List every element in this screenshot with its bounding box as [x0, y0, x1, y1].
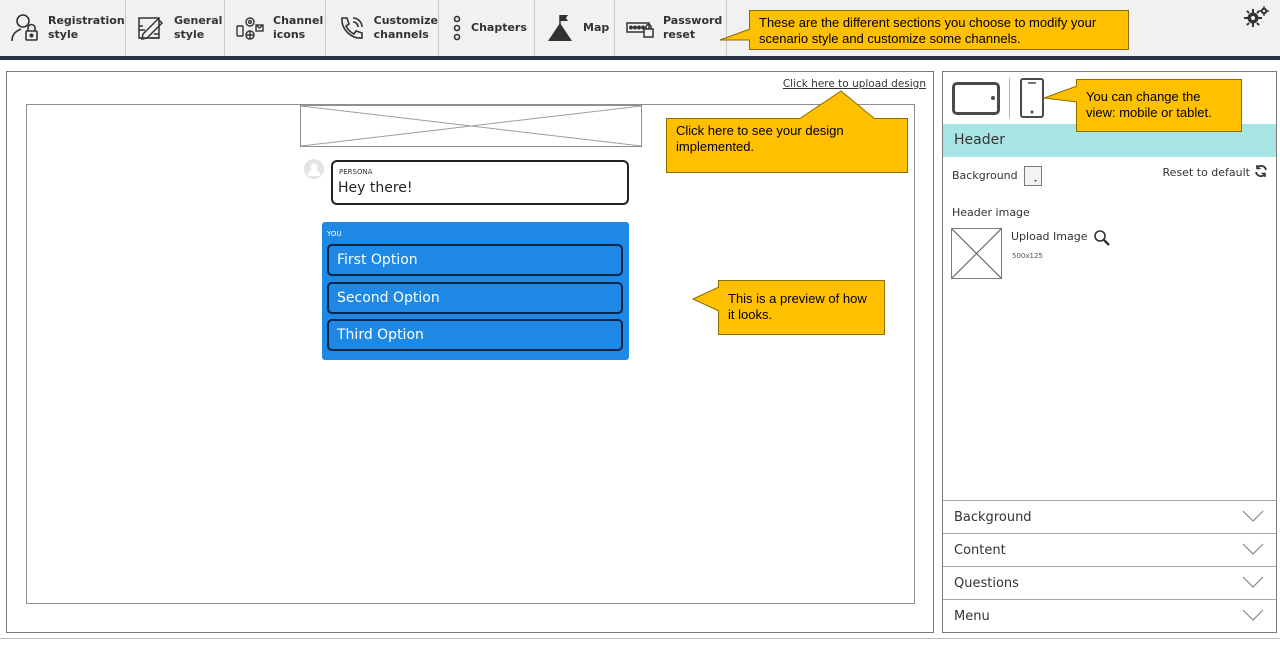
- map-icon: [543, 11, 577, 45]
- search-icon[interactable]: [1093, 229, 1111, 251]
- accordion-background-label: Background: [954, 510, 1032, 525]
- upload-design-link[interactable]: Click here to upload design: [782, 78, 926, 90]
- header-image-label: Header image: [952, 206, 1030, 219]
- third-option-button[interactable]: Third Option: [327, 319, 623, 351]
- reset-to-default-button[interactable]: Reset to default: [1163, 164, 1268, 181]
- password-icon: [623, 11, 657, 45]
- general-style-label: General style: [174, 14, 223, 41]
- accordion-background[interactable]: Background: [943, 500, 1276, 533]
- customize-channels-tab[interactable]: Customize channels: [326, 0, 439, 56]
- gears-icon[interactable]: [1244, 6, 1269, 28]
- view-callout: You can change the view: mobile or table…: [1043, 79, 1242, 132]
- registration-style-label: Registration style: [48, 14, 125, 41]
- upload-callout: Click here to see your design implemente…: [666, 90, 908, 173]
- chevron-down-icon: [1242, 543, 1264, 559]
- image-size-hint: 500x125: [1012, 252, 1043, 260]
- preview-callout-text: This is a preview of how it looks.: [728, 291, 867, 322]
- registration-style-tab[interactable]: Registration style: [0, 0, 126, 56]
- accordion-menu[interactable]: Menu: [943, 599, 1276, 632]
- channel-icons-tab[interactable]: Channel icons: [225, 0, 326, 56]
- persona-avatar: [304, 159, 324, 179]
- view-switcher: [943, 72, 1276, 124]
- channel-icons-label: Channel icons: [273, 14, 324, 41]
- sections-callout-text: These are the different sections you cho…: [759, 15, 1097, 46]
- view-callout-text: You can change the view: mobile or table…: [1086, 89, 1212, 120]
- bottom-divider: [0, 638, 1280, 639]
- preview-callout: This is a preview of how it looks.: [691, 280, 885, 335]
- map-label: Map: [583, 21, 610, 34]
- second-option-button[interactable]: Second Option: [327, 282, 623, 314]
- registration-style-icon: [8, 11, 42, 45]
- reset-label: Reset to default: [1162, 166, 1250, 179]
- refresh-icon: [1254, 164, 1268, 181]
- view-divider: [1009, 78, 1010, 118]
- accordion-menu-label: Menu: [954, 609, 990, 624]
- persona-message-bubble: PERSONA Hey there!: [331, 160, 629, 205]
- upload-image-button[interactable]: Upload Image: [1011, 230, 1088, 243]
- header-image-thumbnail: [951, 228, 1002, 279]
- password-reset-tab[interactable]: Password reset: [615, 0, 727, 56]
- accordion-questions[interactable]: Questions: [943, 566, 1276, 599]
- background-color-picker[interactable]: [1024, 166, 1042, 186]
- accordion-content-label: Content: [954, 543, 1006, 558]
- map-tab[interactable]: Map: [535, 0, 615, 56]
- first-option-button[interactable]: First Option: [327, 244, 623, 276]
- chevron-down-icon: [1242, 510, 1264, 526]
- chevron-down-icon: [1242, 576, 1264, 592]
- answer-options-box: YOU First Option Second Option Third Opt…: [322, 222, 629, 360]
- upload-callout-text: Click here to see your design implemente…: [676, 123, 844, 154]
- phone-icon: [334, 11, 368, 45]
- general-style-icon: [134, 11, 168, 45]
- style-settings-panel: Header Background Reset to default Heade…: [942, 71, 1277, 633]
- chapters-tab[interactable]: Chapters: [439, 0, 535, 56]
- persona-label: PERSONA: [339, 168, 373, 176]
- chevron-down-icon: [1242, 609, 1264, 625]
- sections-callout: These are the different sections you cho…: [719, 10, 1129, 50]
- header-image-placeholder: [300, 105, 642, 147]
- accordion-questions-label: Questions: [954, 576, 1019, 591]
- accordion-content[interactable]: Content: [943, 533, 1276, 566]
- preview-canvas: PERSONA Hey there! YOU First Option Seco…: [26, 104, 915, 604]
- chapters-icon: [449, 11, 465, 45]
- mobile-view-icon[interactable]: [1020, 78, 1044, 118]
- background-label: Background: [952, 169, 1018, 182]
- customize-channels-label: Customize channels: [373, 14, 438, 41]
- password-reset-label: Password reset: [663, 14, 723, 41]
- chapters-label: Chapters: [471, 21, 527, 34]
- channel-icons-icon: [233, 11, 267, 45]
- general-style-tab[interactable]: General style: [126, 0, 225, 56]
- you-label: YOU: [327, 230, 342, 238]
- persona-message: Hey there!: [338, 180, 413, 196]
- tablet-view-icon[interactable]: [952, 82, 1000, 115]
